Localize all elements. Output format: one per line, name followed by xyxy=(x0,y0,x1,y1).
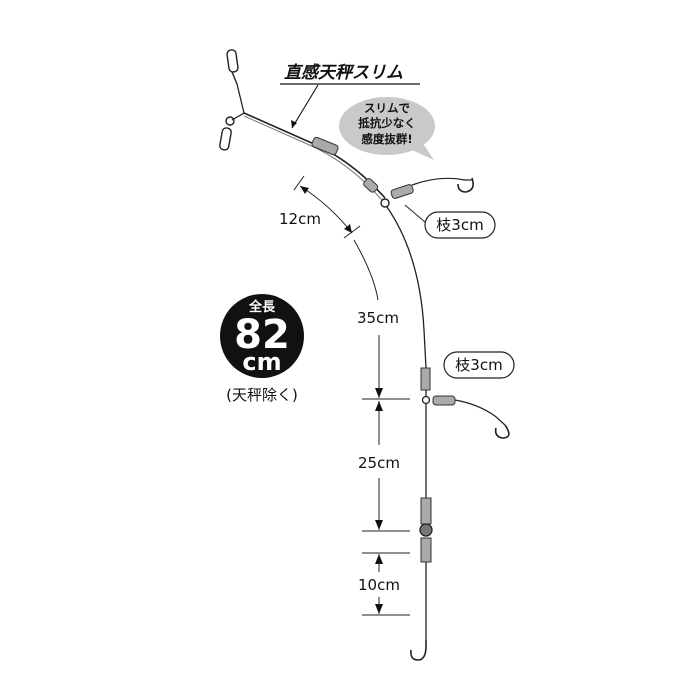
total-length-number: 82 xyxy=(234,312,290,358)
branch-label-1-text: 枝3cm xyxy=(436,216,483,234)
dimension-12cm-label: 12cm xyxy=(279,210,321,228)
dimension-12cm: 12cm xyxy=(279,175,361,239)
dimension-35cm-label: 35cm xyxy=(357,309,399,327)
total-length-note: (天秤除く) xyxy=(226,386,298,404)
branch-label-2: 枝3cm xyxy=(443,351,515,379)
feature-bubble: スリムで 抵抗少なく 感度抜群! xyxy=(339,97,435,160)
bubble-line-3: 感度抜群! xyxy=(361,132,412,146)
bottom-hook xyxy=(410,640,427,661)
tenbin-swivels xyxy=(219,49,239,151)
dimension-10cm-label: 10cm xyxy=(358,576,400,594)
branch-label-1: 枝3cm xyxy=(404,204,496,239)
total-length-unit: cm xyxy=(242,348,281,376)
total-length-caption: 全長 xyxy=(248,299,276,315)
main-line xyxy=(386,206,433,640)
branch-1-hook xyxy=(390,177,474,199)
tenbin-arm xyxy=(231,83,390,208)
bubble-line-2: 抵抗少なく xyxy=(358,116,416,130)
dimension-25cm-label: 25cm xyxy=(358,454,400,472)
title-text: 直感天秤スリム xyxy=(284,63,403,83)
dimension-25cm: 25cm xyxy=(358,401,410,532)
dimension-35cm: 35cm xyxy=(353,239,410,400)
branch-2-hook xyxy=(432,395,510,439)
product-title: 直感天秤スリム xyxy=(280,63,420,129)
total-length-badge: 全長 82 cm xyxy=(220,294,304,378)
bubble-line-1: スリムで xyxy=(364,101,410,115)
branch-label-2-text: 枝3cm xyxy=(455,356,502,374)
dimension-10cm: 10cm xyxy=(358,552,410,616)
